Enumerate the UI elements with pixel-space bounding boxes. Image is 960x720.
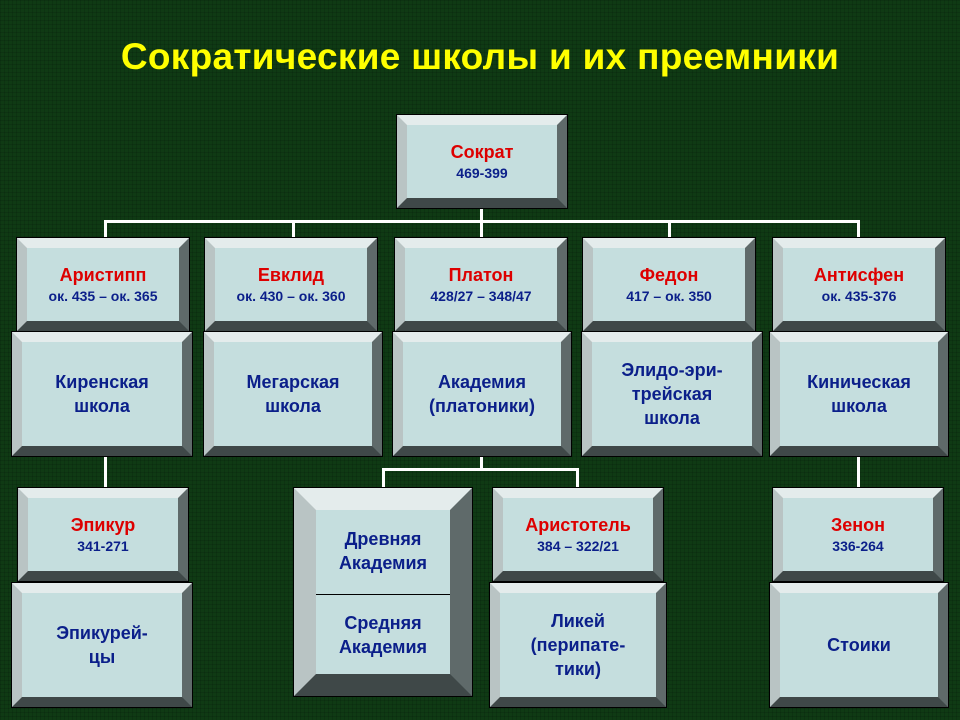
middle-academy: Средняя Академия	[316, 596, 450, 674]
school-line: школа	[265, 396, 321, 416]
node-name: Федон	[639, 264, 699, 285]
academy-divider	[316, 594, 450, 595]
node-dates: 336-264	[832, 537, 884, 554]
node-dates: 384 – 322/21	[537, 537, 619, 554]
connector-root-down	[480, 208, 483, 222]
node-dates: ок. 435 – ок. 365	[48, 287, 158, 304]
page-title: Сократические школы и их преемники	[120, 36, 840, 77]
node-dates: ок. 435-376	[821, 287, 897, 304]
node-ancient-middle-academy: Древняя Академия Средняя Академия	[293, 487, 473, 697]
school-line: Стоики	[827, 635, 891, 655]
school-line: школа	[831, 396, 887, 416]
node-aristippus: Аристипп ок. 435 – ок. 365	[16, 237, 190, 332]
school-line: (перипате-	[530, 635, 626, 655]
node-name: Платон	[448, 264, 514, 285]
school-line: Древняя	[344, 529, 422, 549]
node-plato: Платон 428/27 – 348/47	[394, 237, 568, 332]
node-name: Евклид	[257, 264, 325, 285]
connector-aristippus	[104, 220, 107, 240]
school-line: Мегарская	[246, 372, 340, 392]
node-antisthenes: Антисфен ок. 435-376	[772, 237, 946, 332]
node-dates: 341-271	[77, 537, 129, 554]
connector-academy-down	[480, 455, 483, 470]
school-line: Ликей	[551, 611, 605, 631]
node-dates: 417 – ок. 350	[626, 287, 712, 304]
ancient-academy: Древняя Академия	[316, 510, 450, 592]
connector-cyrenaic-epicurus	[104, 455, 107, 490]
node-name: Аристипп	[59, 264, 147, 285]
school-line: Киническая	[807, 372, 911, 392]
node-name: Эпикур	[70, 514, 136, 535]
connector-euclid	[292, 220, 295, 240]
school-line: Академия	[338, 553, 428, 573]
school-line: Средняя	[344, 613, 422, 633]
node-name: Антисфен	[813, 264, 905, 285]
connector-academy-left	[382, 468, 385, 490]
node-megarian-school: Мегарская школа	[203, 331, 383, 457]
node-dates: 469-399	[456, 164, 508, 181]
school-line: цы	[88, 647, 116, 667]
node-socrates: Сократ 469-399	[396, 114, 568, 209]
school-line: Академия	[437, 372, 527, 392]
node-elian-eretrian-school: Элидо-эри- трейская школа	[581, 331, 763, 457]
node-phaedo: Федон 417 – ок. 350	[582, 237, 756, 332]
node-name: Аристотель	[525, 514, 631, 535]
node-name: Зенон	[830, 514, 886, 535]
school-line: Элидо-эри-	[621, 360, 723, 380]
school-line: Академия	[338, 637, 428, 657]
node-aristotle: Аристотель 384 – 322/21	[492, 487, 664, 582]
connector-phaedo	[668, 220, 671, 240]
school-line: школа	[644, 408, 700, 428]
school-line: Эпикурей-	[56, 623, 148, 643]
connector-antisthenes	[857, 220, 860, 240]
connector-cynic-zeno	[857, 455, 860, 490]
node-dates: 428/27 – 348/47	[430, 287, 532, 304]
connector-plato	[480, 220, 483, 240]
node-epicureans: Эпикурей- цы	[11, 582, 193, 708]
school-line: трейская	[631, 384, 713, 404]
node-cyrenaic-school: Киренская школа	[11, 331, 193, 457]
node-lyceum: Ликей (перипате- тики)	[489, 582, 667, 708]
node-stoics: Стоики	[769, 582, 949, 708]
node-epicurus: Эпикур 341-271	[17, 487, 189, 582]
school-line: школа	[74, 396, 130, 416]
connector-academy-right	[576, 468, 579, 490]
school-line: Киренская	[55, 372, 149, 392]
node-name: Сократ	[450, 141, 514, 162]
node-dates: ок. 430 – ок. 360	[236, 287, 346, 304]
node-zeno: Зенон 336-264	[772, 487, 944, 582]
school-line: тики)	[555, 659, 601, 679]
school-line: (платоники)	[429, 396, 535, 416]
node-euclid: Евклид ок. 430 – ок. 360	[204, 237, 378, 332]
node-academy: Академия (платоники)	[392, 331, 572, 457]
node-cynic-school: Киническая школа	[769, 331, 949, 457]
connector-academy-bar	[382, 468, 579, 471]
